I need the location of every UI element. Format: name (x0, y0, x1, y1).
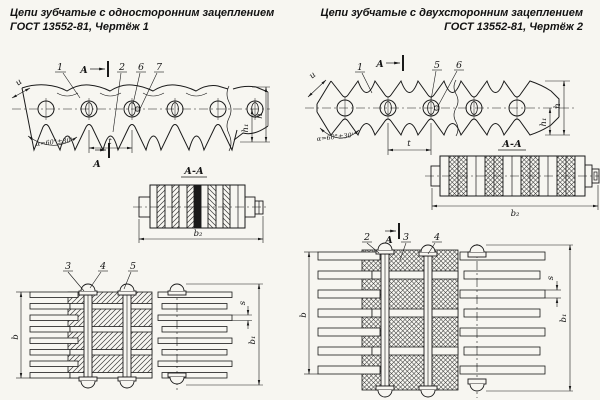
dim-b1-1: b₁ (186, 283, 263, 386)
callout-5b: 5 (434, 60, 440, 71)
dim-h-1: h h₁ (240, 86, 270, 143)
dim-b-label-1: b (11, 334, 21, 339)
dim-s-2: s (545, 275, 561, 307)
dim-h1-label-2: h₁ (539, 118, 549, 127)
pin-circles-1 (37, 98, 264, 120)
dim-angle-2: α=60°±30' (316, 127, 360, 143)
callout-7: 7 (156, 62, 163, 73)
dim-b2-2: b₂ (431, 185, 599, 219)
dim-b-label-2: b (299, 312, 309, 317)
dim-u-2: u (308, 70, 327, 98)
callouts-side-2: 1 5 6 (355, 60, 464, 107)
dim-angle-label-1: α=60°±30' (35, 136, 73, 148)
dim-h-2: h h₁ (539, 80, 570, 136)
dim-t-label-1: t (108, 137, 112, 147)
callout-3: 3 (65, 261, 71, 272)
section-marker-a-bottom-1: А (92, 143, 110, 170)
dim-b2-1: b₂ (138, 216, 264, 243)
callout-3b: 3 (403, 232, 409, 243)
plan-pins-2 (375, 242, 487, 398)
dim-b2-label-1: b₂ (194, 229, 203, 239)
callouts-side-1: 1 2 6 7 (55, 62, 164, 133)
section-view-2: А-А (425, 139, 600, 219)
dim-b1-2: b₁ (486, 244, 573, 392)
title-2-line-1: Цепи зубчатые с двухсторонним зацепление… (320, 7, 583, 19)
callout-2b: 2 (363, 232, 370, 243)
section-marker-a-top-2: А (375, 55, 404, 71)
dim-angle-1: α=60°±30' (27, 135, 78, 148)
section-label-2: А-А (501, 139, 522, 150)
callouts-plan-1: 3 4 5 (63, 261, 138, 292)
section-letter-top-2: А (375, 59, 384, 70)
section-marker-a-bottom-2: А (384, 223, 400, 246)
callout-5: 5 (130, 261, 136, 272)
callout-1: 1 (57, 62, 63, 73)
dim-angle-label-2: α=60°±30' (316, 131, 354, 143)
callout-1b: 1 (357, 62, 363, 73)
section-marker-a-top-1: А (79, 61, 109, 77)
chain-side-view-1: А А 1 2 6 7 (11, 61, 270, 170)
section-view-1: А-А (133, 166, 266, 243)
callouts-plan-2: 2 3 4 (362, 232, 442, 261)
dim-s-label-2: s (546, 275, 556, 280)
callout-2: 2 (118, 62, 125, 73)
section-letter-bottom-2: А (384, 235, 393, 246)
dim-u-label-1: u (14, 77, 24, 88)
plan-view-2: А 2 3 4 b (299, 223, 573, 398)
plan-view-1: 3 4 5 b s (11, 261, 263, 390)
chain-side-view-2: А 1 5 6 u α=60 (305, 55, 575, 155)
dim-t-label-2: t (407, 139, 411, 149)
plan-pins-1 (78, 283, 187, 389)
pin-circles-2 (336, 97, 526, 119)
callout-6b: 6 (456, 60, 462, 71)
title-drawing-2: Цепи зубчатые с двухсторонним зацепление… (321, 6, 583, 34)
title-2-line-2: ГОСТ 13552-81, Чертёж 2 (444, 21, 583, 33)
section-letter-top-1: А (79, 65, 88, 76)
dim-h-label-2: h (553, 103, 563, 108)
callout-4b: 4 (433, 232, 440, 243)
section-letter-bottom-1: А (92, 159, 101, 170)
dim-b-1: b (11, 291, 30, 379)
dim-s-label-1: s (238, 300, 248, 305)
dim-t-2: t (387, 123, 432, 155)
callout-4: 4 (99, 261, 106, 272)
title-drawing-1: Цепи зубчатые с односторонним зацепление… (10, 6, 274, 34)
section-label-1: А-А (183, 166, 204, 177)
callout-6: 6 (138, 62, 144, 73)
dim-h-label-1: h (255, 113, 265, 118)
dim-b1-label-1: b₁ (248, 336, 258, 345)
dim-u-label-2: u (308, 70, 319, 81)
dim-t-1: t (88, 130, 133, 153)
title-1-line-2: ГОСТ 13552-81, Чертёж 1 (10, 21, 149, 33)
title-1-line-1: Цепи зубчатые с односторонним зацепление… (10, 7, 275, 19)
dim-s-1: s (232, 300, 252, 329)
dim-b1-label-2: b₁ (559, 314, 569, 323)
dim-h1-label-1: h₁ (241, 124, 251, 133)
dim-b-2: b (299, 251, 318, 375)
dim-b2-label-2: b₂ (511, 209, 520, 219)
dim-u-1: u (11, 77, 31, 99)
